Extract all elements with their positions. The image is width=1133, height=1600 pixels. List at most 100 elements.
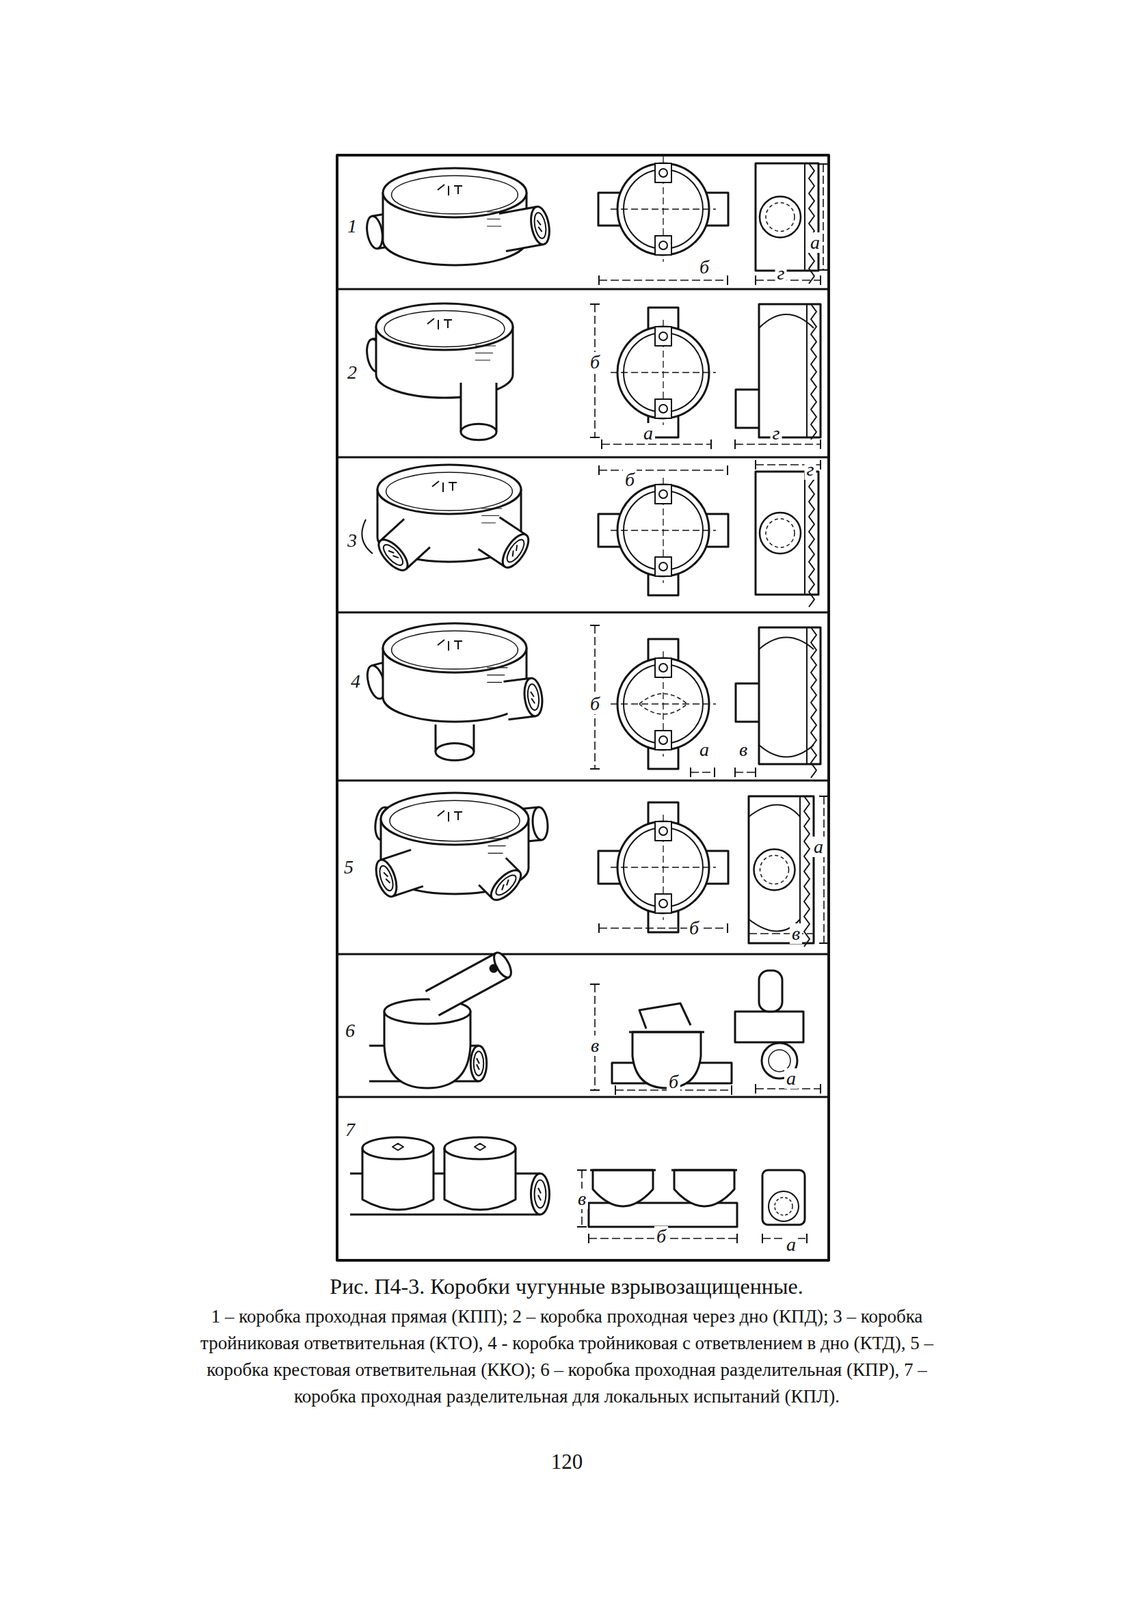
pipe-opening: [768, 1191, 799, 1222]
row-divider: [337, 953, 829, 956]
screw-hole: [659, 663, 668, 673]
rotation-arrow: [361, 519, 373, 554]
dimension-letter: а: [784, 1234, 798, 1256]
dimension-tick: [748, 929, 750, 939]
cup-rim: [629, 1031, 705, 1034]
pipe-opening: [492, 872, 519, 899]
dimension-tick: [734, 767, 736, 778]
cover-edge: [806, 304, 808, 438]
pipe-bore: [765, 518, 795, 548]
dimension-tick: [818, 269, 829, 271]
pipe-end: [364, 215, 385, 251]
cover-marking: [427, 318, 452, 330]
pipe-stub: [477, 517, 534, 573]
cover-seal: [804, 796, 810, 948]
pipe-bump: [748, 805, 801, 932]
center-lines: [610, 477, 716, 584]
dimension-tick: [736, 1234, 738, 1244]
dimension-letter: г: [775, 263, 788, 284]
pipe-bore: [774, 1197, 793, 1216]
screw-lug: [655, 658, 672, 678]
pipe-end: [460, 423, 497, 440]
dimension-letter: б: [687, 918, 701, 939]
cover-edge: [804, 471, 806, 595]
dimension-tick: [819, 1084, 822, 1095]
cover-edge: [799, 796, 801, 944]
internal-lines: [639, 694, 688, 715]
screw-hole: [659, 827, 668, 836]
callout-number: 3: [345, 530, 359, 552]
dimension-letter: б: [588, 694, 602, 715]
pipe-end: [522, 677, 545, 718]
dimension-tick: [601, 439, 603, 450]
dimension-letter: б: [697, 257, 712, 278]
row-divider: [337, 288, 829, 291]
screw-hole: [659, 241, 668, 250]
screw-lug: [655, 821, 672, 842]
dimension-tick: [577, 1226, 587, 1229]
dimension-line: [748, 933, 814, 935]
thread-marks: [537, 220, 543, 233]
dimension-tick: [598, 275, 600, 286]
dimension-tick: [819, 942, 829, 945]
dimension-line: [823, 796, 825, 944]
dimension-tick: [726, 275, 729, 286]
box-side: [748, 796, 814, 944]
dimension-line: [598, 469, 728, 472]
cup-side: [762, 1170, 805, 1226]
box-cover: [382, 623, 527, 673]
cover-rim: [389, 800, 520, 842]
figure-title: Рис. П4-3. Коробки чугунные взрывозащище…: [0, 1274, 1133, 1300]
page-number: 120: [549, 1450, 586, 1474]
pipe-end: [486, 865, 526, 905]
dimension-tick: [812, 929, 815, 939]
dimension-tick: [590, 303, 600, 305]
tube-side: [758, 970, 783, 1012]
callout-number: 1: [345, 216, 359, 237]
dimension-tick: [806, 1234, 808, 1244]
box-side: [758, 304, 821, 438]
pipe-opening: [526, 683, 541, 712]
dimension-tick: [590, 768, 600, 770]
dimension-letter: а: [784, 1068, 798, 1090]
screw-lug: [655, 326, 672, 346]
cover-edge: [804, 163, 806, 271]
dimension-letter: в: [575, 1189, 589, 1210]
screw-hole: [659, 404, 668, 413]
dimension-letter: а: [808, 232, 822, 253]
pipe-end: [435, 743, 474, 761]
dimension-tick: [754, 767, 757, 778]
pipe-stub: [435, 724, 474, 762]
thread-marks: [388, 549, 399, 561]
dimension-tick: [819, 795, 829, 798]
dimension-letter: г: [770, 423, 783, 444]
body-hatching: [488, 838, 509, 855]
pipe-opening: [503, 537, 528, 565]
callout-number: 2: [345, 362, 359, 383]
screw-hole: [659, 562, 668, 571]
screw-hole: [659, 899, 668, 909]
pipe-end: [497, 530, 534, 573]
pipe-end: [470, 1046, 487, 1082]
dimension-line: [598, 279, 728, 282]
dimension-tick: [689, 767, 692, 778]
cover-rim: [384, 310, 505, 347]
center-lines: [610, 815, 716, 921]
cup-top: [362, 1137, 434, 1160]
dimension-line: [598, 927, 728, 930]
body-hatching: [486, 668, 508, 684]
pipe-opening: [534, 1180, 547, 1209]
screw-lug: [655, 484, 672, 504]
pipe-end: [371, 857, 401, 900]
dimension-letter: в: [588, 1035, 602, 1057]
thread-marks: [538, 1188, 541, 1202]
dimension-tick: [577, 1169, 587, 1172]
dimension-letter: в: [737, 739, 750, 761]
dimension-line: [755, 279, 821, 282]
cover-rim: [391, 175, 519, 215]
pipe-opening: [532, 211, 548, 240]
pipe-opening: [473, 1051, 485, 1076]
thread-marks: [530, 691, 535, 705]
pipe-opening: [759, 196, 801, 238]
dimension-letter: в: [789, 923, 803, 945]
